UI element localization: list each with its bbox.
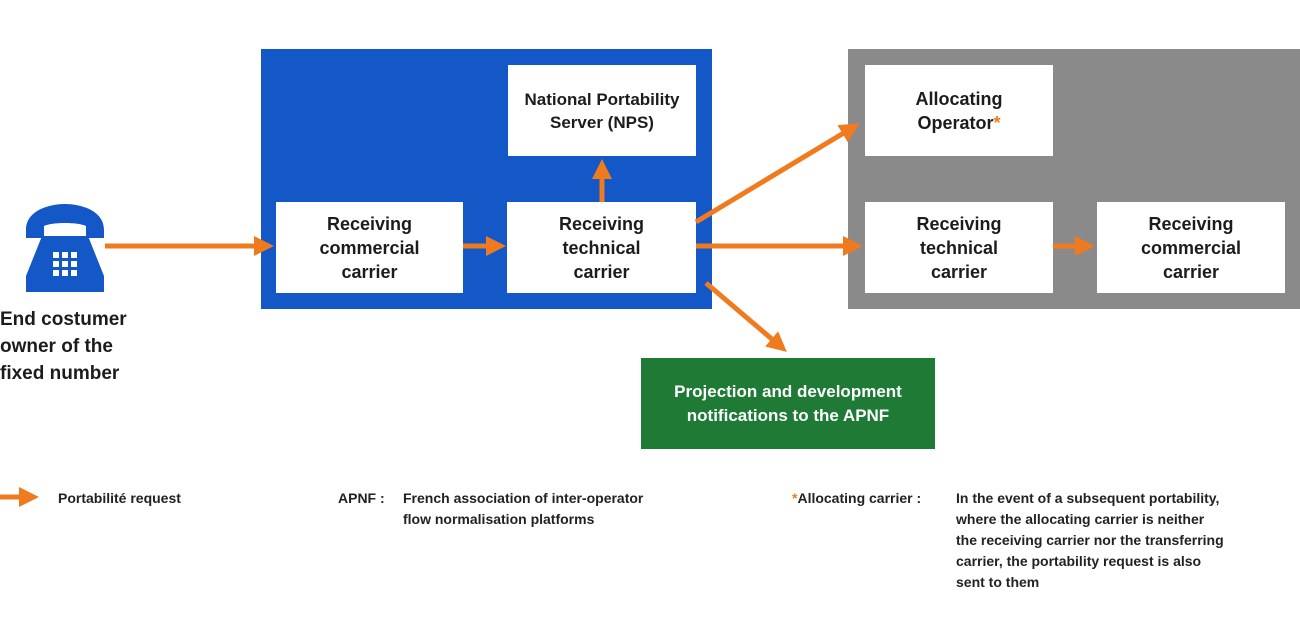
apnf-def-line-2: flow normalisation platforms	[403, 511, 595, 527]
end-customer-line-1: End costumer	[0, 309, 127, 330]
nps-line-2: Server (NPS)	[550, 112, 654, 132]
legend-apnf-definition: French association of inter-operator flo…	[403, 488, 733, 530]
nps-line-1: National Portability	[524, 89, 680, 109]
end-customer-line-3: fixed number	[0, 363, 120, 384]
arrow-rtc-to-allocating	[694, 123, 860, 225]
apnf-line-1: Projection and development	[674, 381, 902, 401]
legend-allocating-key: *Allocating carrier :	[792, 488, 921, 509]
alloc-asterisk: *	[993, 112, 1001, 133]
receiving-commercial-carrier-box-left: Receiving commercial carrier	[276, 202, 463, 293]
allocating-operator-box: Allocating Operator*	[865, 65, 1053, 156]
receiving-technical-carrier-box-right: Receiving technical carrier	[865, 202, 1053, 293]
alloc-line-2-text: Operator	[917, 112, 994, 133]
receiving-technical-carrier-box-left: Receiving technical carrier	[507, 202, 696, 293]
rtc-right-line-1: Receiving	[916, 213, 1002, 234]
rcc-left-line-1: Receiving	[326, 213, 413, 234]
rcc-left-line-2: commercial	[319, 237, 420, 258]
rtc-left-line-1: Receiving	[558, 213, 645, 234]
legend-alloc-asterisk: *	[792, 490, 798, 506]
alloc-def-line-3: the receiving carrier nor the transferri…	[956, 532, 1224, 548]
alloc-line-1: Allocating	[915, 88, 1003, 109]
end-customer-line-2: owner of the	[0, 336, 113, 357]
apnf-def-line-1: French association of inter-operator	[403, 490, 644, 506]
rcc-right-line-3: carrier	[1162, 261, 1220, 282]
rcc-right-line-1: Receiving	[1148, 213, 1234, 234]
alloc-def-line-5: sent to them	[956, 574, 1040, 590]
legend-alloc-key-text: Allocating carrier :	[797, 490, 922, 506]
rtc-left-line-3: carrier	[573, 261, 630, 282]
legend-apnf-key: APNF :	[338, 490, 385, 506]
apnf-notifications-box: Projection and development notifications…	[641, 358, 935, 449]
telephone-icon	[26, 204, 104, 292]
rtc-right-line-3: carrier	[930, 261, 988, 282]
apnf-line-2: notifications to the APNF	[686, 405, 890, 425]
rtc-right-line-2: technical	[919, 237, 998, 258]
alloc-def-line-4: carrier, the portability request is also	[956, 553, 1202, 569]
nps-box: National Portability Server (NPS)	[508, 65, 696, 156]
end-customer-label: End costumer owner of the fixed number	[0, 306, 160, 387]
alloc-def-line-2: where the allocating carrier is neither	[956, 511, 1205, 527]
arrow-rtc-to-apnf	[704, 281, 787, 352]
rtc-left-line-2: technical	[562, 237, 641, 258]
alloc-line-2: Operator*	[915, 111, 1002, 135]
alloc-def-line-1: In the event of a subsequent portability…	[956, 490, 1220, 506]
rcc-right-line-2: commercial	[1140, 237, 1242, 258]
receiving-commercial-carrier-box-right: Receiving commercial carrier	[1097, 202, 1285, 293]
legend-arrow-label: Portabilité request	[58, 490, 181, 506]
rcc-left-line-3: carrier	[341, 261, 398, 282]
legend-allocating-definition: In the event of a subsequent portability…	[956, 488, 1296, 593]
